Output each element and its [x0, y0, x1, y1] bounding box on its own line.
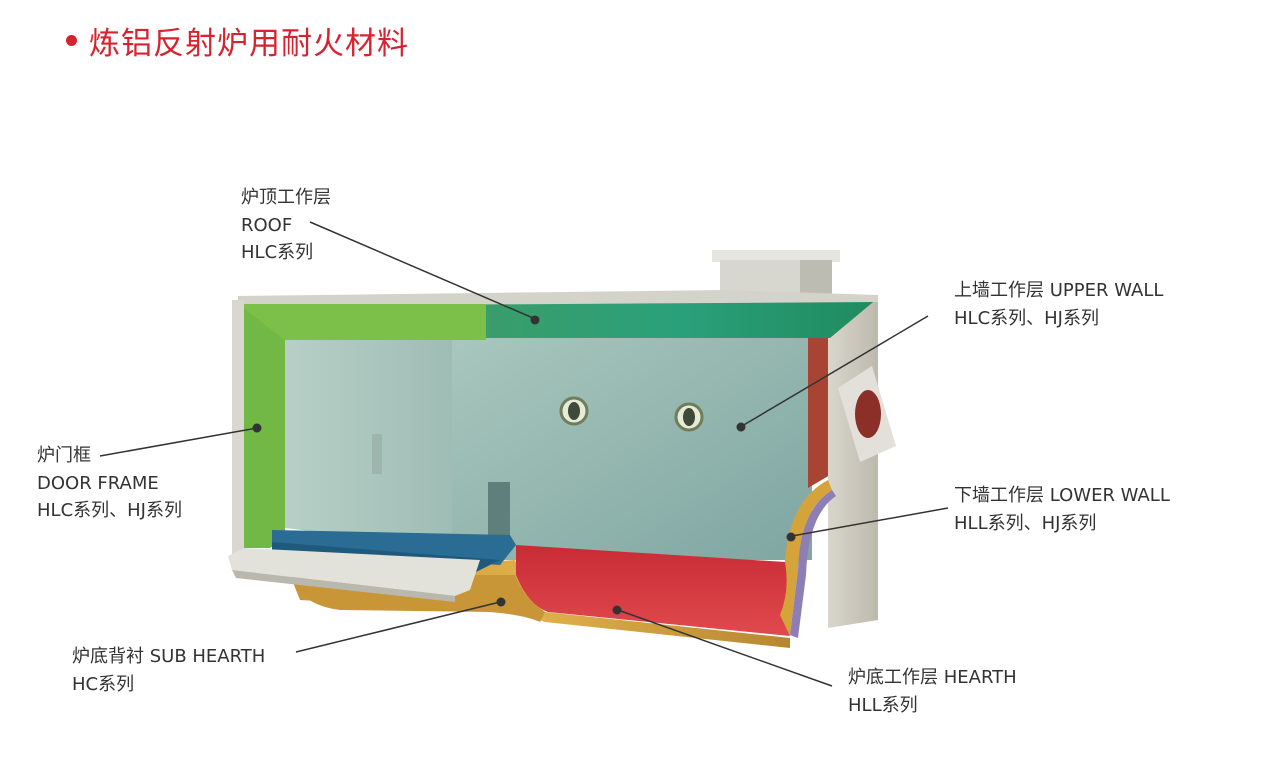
label-sub-hearth-series: HC系列 [72, 673, 135, 695]
label-sub-hearth: 炉底背衬 SUB HEARTH HC系列 [72, 643, 265, 698]
page-title: 炼铝反射炉用耐火材料 [89, 25, 409, 62]
roof-top-edge [238, 290, 878, 306]
left-interior-wall [285, 335, 452, 548]
label-lower-wall-series: HLL系列、HJ系列 [954, 512, 1097, 534]
label-sub-hearth-name: 炉底背衬 SUB HEARTH [72, 646, 266, 667]
back-wall [450, 333, 812, 560]
leader-dot [786, 532, 796, 542]
leader-line-sub-hearth [295, 601, 501, 653]
label-upper-wall-series: HLC系列、HJ系列 [954, 307, 1099, 329]
door-frame-top [238, 304, 486, 344]
label-lower-wall-name: 下墙工作层 LOWER WALL [954, 485, 1170, 506]
label-upper-wall-name: 上墙工作层 UPPER WALL [954, 280, 1164, 301]
upper-wall-layer [808, 333, 830, 488]
left-wall-bracket [372, 434, 382, 474]
leader-dot [252, 423, 262, 433]
label-roof: 炉顶工作层 ROOF HLC系列 [241, 184, 331, 267]
leader-dot [612, 605, 622, 615]
label-hearth: 炉底工作层 HEARTH HLL系列 [848, 664, 1017, 719]
door-frame-side [238, 304, 285, 548]
vent-hole [683, 408, 695, 426]
label-door-frame-cn: 炉门框 [37, 445, 91, 466]
lower-wall-yellow [778, 480, 832, 635]
hearth-layer [516, 545, 790, 636]
label-roof-series: HLC系列 [241, 242, 314, 263]
label-lower-wall: 下墙工作层 LOWER WALL HLL系列、HJ系列 [954, 482, 1170, 537]
chimney-top [712, 250, 840, 262]
label-roof-en: ROOF [241, 214, 293, 236]
label-door-frame-series: HLC系列、HJ系列 [37, 500, 182, 521]
leader-line-lower-wall [791, 507, 949, 537]
leader-line-door-frame [99, 427, 258, 457]
side-port-opening [855, 390, 881, 438]
label-door-frame: 炉门框 DOOR FRAME HLC系列、HJ系列 [37, 442, 182, 525]
label-door-frame-en: DOOR FRAME [37, 472, 159, 494]
door-sill-shadow [232, 570, 455, 602]
title-row: 炼铝反射炉用耐火材料 [66, 18, 409, 62]
roof-layer [484, 298, 878, 338]
label-hearth-name: 炉底工作层 HEARTH [848, 667, 1017, 688]
title-bullet-icon [66, 34, 77, 46]
left-wall-post [488, 482, 510, 540]
lower-wall-purple [790, 490, 836, 638]
left-floor-slab [272, 530, 516, 565]
leader-line-roof [309, 221, 534, 319]
leader-dot [530, 315, 540, 325]
vent-hole [568, 402, 580, 420]
label-hearth-series: HLL系列 [848, 694, 918, 716]
leader-line-upper-wall [741, 315, 929, 427]
leader-dot [736, 422, 746, 432]
label-roof-cn: 炉顶工作层 [241, 187, 331, 208]
label-upper-wall: 上墙工作层 UPPER WALL HLC系列、HJ系列 [954, 277, 1163, 332]
door-sill [228, 548, 480, 596]
leader-dot [496, 597, 506, 607]
leader-line-hearth [617, 609, 833, 687]
